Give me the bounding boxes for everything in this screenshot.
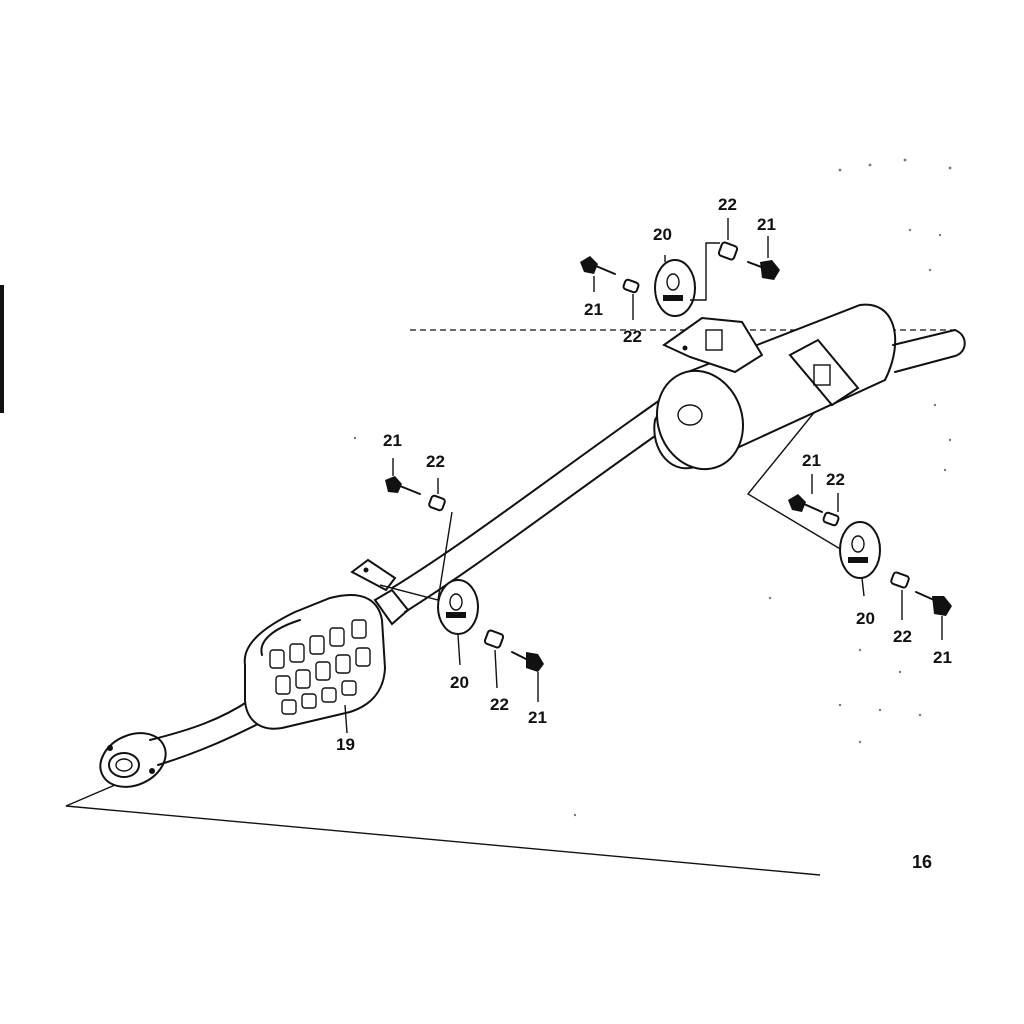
front-mount-rubber (437, 579, 479, 635)
rear-mount-collar-top (822, 493, 840, 527)
top-mount-bolt-left (580, 256, 616, 292)
callout-front-mount-rubber: 20 (450, 673, 469, 692)
top-mount-collar-left (622, 278, 640, 320)
front-mount-collar-top (428, 478, 446, 512)
front-mount-bolt-left (385, 458, 421, 495)
callout-front-mount-collar-top: 22 (426, 452, 445, 471)
top-mount-collar-right (717, 218, 739, 261)
front-flange (99, 732, 167, 788)
callout-rear-mount-collar-bottom: 22 (893, 627, 912, 646)
muffler-top-bracket (662, 316, 764, 374)
muffler (653, 303, 966, 471)
callout-rear-mount-bolt-right: 21 (933, 648, 952, 667)
callout-front-mount-bolt-left: 21 (383, 431, 402, 450)
front-mount-collar-bottom (483, 629, 505, 689)
rear-mount-collar-bottom (890, 571, 910, 620)
callout-top-mount-bolt-left: 21 (584, 300, 603, 319)
page-edge-mark (0, 285, 4, 413)
callout-catalytic-converter: 19 (336, 735, 355, 754)
callout-rear-mount-bolt-left: 21 (802, 451, 821, 470)
callout-rear-mount-rubber: 20 (856, 609, 875, 628)
callout-top-mount-collar-left: 22 (623, 327, 642, 346)
callout-top-mount-bolt-right: 21 (757, 215, 776, 234)
rear-mount-bolt-left (788, 474, 823, 513)
rear-mount-rubber (839, 521, 881, 597)
catalytic-converter (243, 588, 410, 730)
callout-rear-mount-collar-top: 22 (826, 470, 845, 489)
page-number: 16 (912, 852, 932, 872)
intermediate-pipe (391, 399, 676, 613)
callout-front-mount-collar-bottom: 22 (490, 695, 509, 714)
print-artifacts (353, 158, 952, 817)
rear-mount-bolt-right (915, 591, 952, 640)
callout-front-mount-bolt-right: 21 (528, 708, 547, 727)
callout-top-mount-collar-right: 22 (718, 195, 737, 214)
muffler-rear-bracket (788, 338, 860, 407)
top-mount-rubber (654, 242, 720, 317)
front-pipe (149, 699, 263, 766)
front-mount-bolt-right (511, 651, 544, 702)
top-mount-bolt-right (747, 236, 780, 280)
callout-top-mount-rubber: 20 (653, 225, 672, 244)
